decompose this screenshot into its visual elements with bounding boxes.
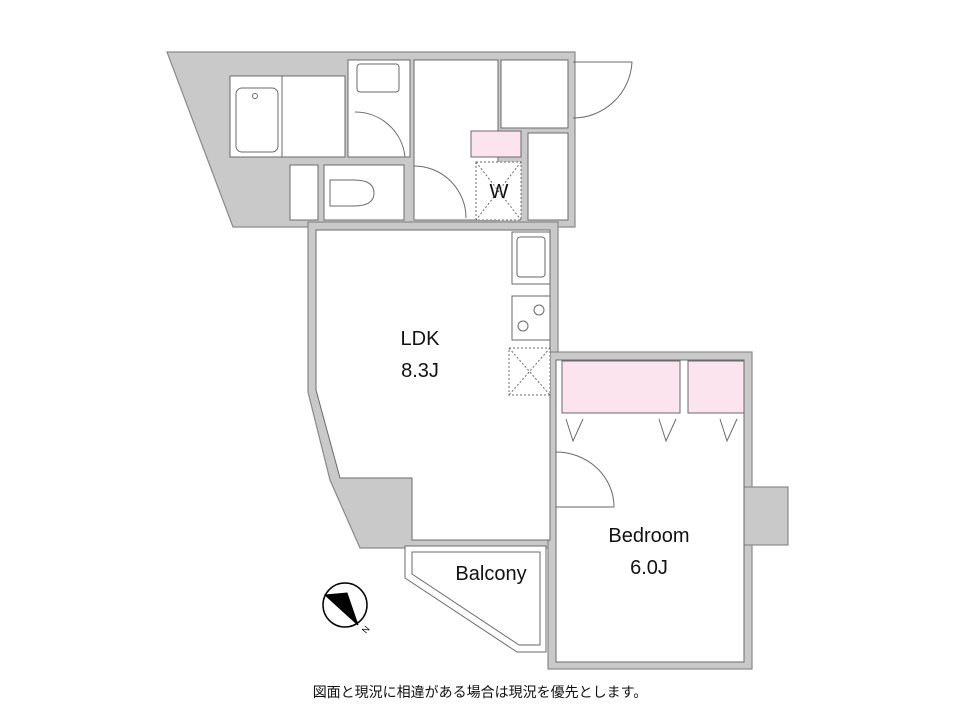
compass-north-label: N xyxy=(360,624,372,635)
closet-pink-top xyxy=(470,130,522,158)
entry-door-icon xyxy=(572,61,633,119)
shoe-closet xyxy=(500,59,569,129)
bathtub-icon xyxy=(235,87,279,153)
toilet-icon xyxy=(329,179,375,207)
sink-icon xyxy=(356,63,400,93)
ldk-size: 8.3J xyxy=(401,360,439,382)
closet-small xyxy=(289,164,319,221)
washer-label: W xyxy=(490,181,509,203)
bedroom-size: 6.0J xyxy=(630,557,668,579)
bedroom-name: Bedroom xyxy=(608,525,689,547)
bedroom-closet-1 xyxy=(561,360,681,414)
ldk-name: LDK xyxy=(401,328,441,350)
stove-icon xyxy=(511,295,551,341)
toilet-door-icon xyxy=(354,111,406,158)
balcony-name: Balcony xyxy=(455,563,526,585)
closet-right xyxy=(527,132,569,221)
bedroom-door-icon xyxy=(555,451,615,508)
disclaimer-note: 図面と現況に相違がある場合は現況を優先とします。 xyxy=(312,685,648,701)
hall-door-icon xyxy=(413,165,467,219)
bedroom-closet-2 xyxy=(687,360,745,414)
compass-icon xyxy=(322,582,368,628)
closet-door-icons xyxy=(565,418,738,443)
fridge-space xyxy=(508,347,551,396)
